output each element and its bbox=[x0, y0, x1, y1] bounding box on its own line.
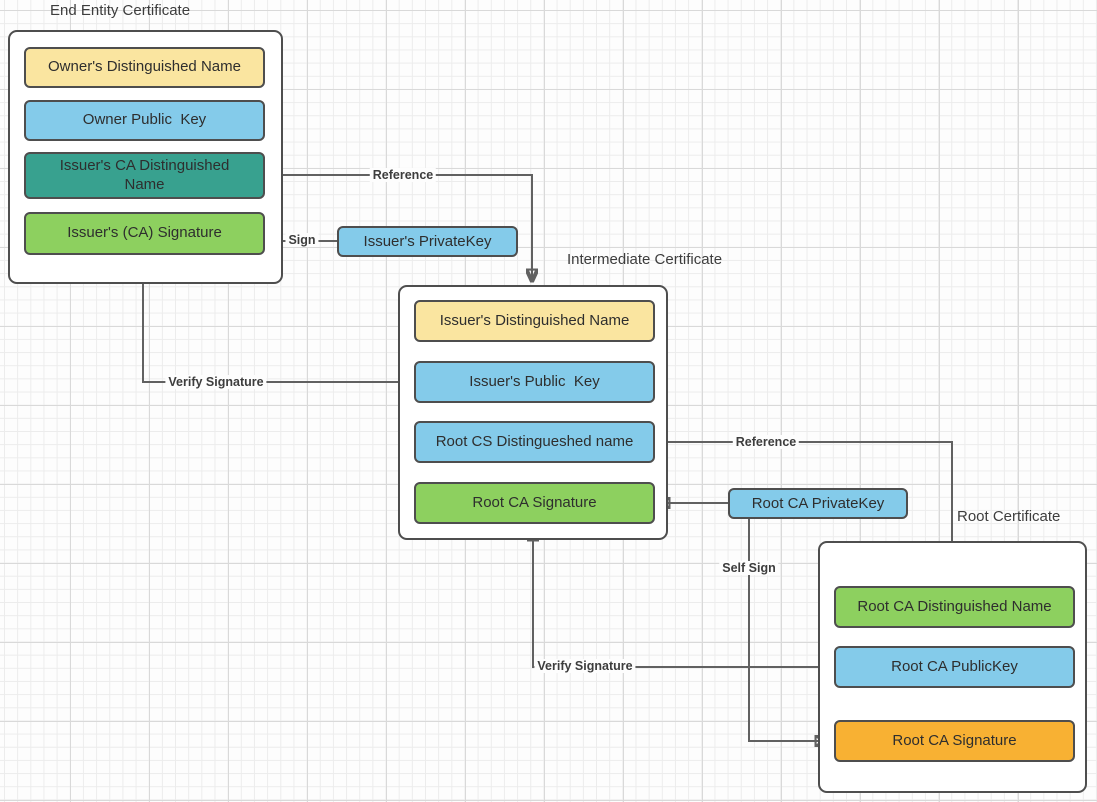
connector-self-sign bbox=[748, 519, 825, 741]
field-issuers-public-key: Issuer's Public Key bbox=[414, 361, 655, 403]
field-issuers-ca-signature: Issuer's (CA) Signature bbox=[24, 212, 265, 255]
field-owner-public-key: Owner Public Key bbox=[24, 100, 265, 141]
edge-label-verify-signature-bottom: Verify Signature bbox=[534, 659, 636, 673]
edge-label-sign: Sign bbox=[285, 233, 319, 247]
edge-label-reference-mid: Reference bbox=[732, 435, 800, 449]
edge-label-reference-top: Reference bbox=[369, 168, 437, 182]
root-ca-private-key-box: Root CA PrivateKey bbox=[728, 488, 908, 519]
field-root-ca-distinguished-name: Root CA Distinguished Name bbox=[834, 586, 1075, 628]
edge-label-self-sign: Self Sign bbox=[719, 561, 779, 575]
issuers-private-key-box: Issuer's PrivateKey bbox=[337, 226, 518, 257]
end-entity-certificate-title: End Entity Certificate bbox=[50, 2, 191, 19]
field-root-ca-signature-intermediate: Root CA Signature bbox=[414, 482, 655, 524]
field-owners-distinguished-name: Owner's Distinguished Name bbox=[24, 47, 265, 88]
intermediate-certificate-title: Intermediate Certificate bbox=[567, 251, 723, 268]
field-issuers-distinguished-name: Issuer's Distinguished Name bbox=[414, 300, 655, 342]
intermediate-certificate-box: Issuer's Distinguished Name Issuer's Pub… bbox=[398, 285, 668, 540]
edge-label-verify-signature-left: Verify Signature bbox=[165, 375, 267, 389]
field-root-ca-public-key: Root CA PublicKey bbox=[834, 646, 1075, 688]
connector-verify-signature-bottom bbox=[533, 531, 832, 668]
field-root-cs-distingueshed-name: Root CS Distingueshed name bbox=[414, 421, 655, 463]
field-root-ca-signature-root: Root CA Signature bbox=[834, 720, 1075, 762]
root-certificate-box: Root CA Distinguished Name Root CA Publi… bbox=[818, 541, 1087, 793]
field-issuers-ca-distinguished-name: Issuer's CA Distinguished Name bbox=[24, 152, 265, 199]
root-certificate-title: Root Certificate bbox=[957, 508, 1061, 525]
end-entity-certificate-box: Owner's Distinguished Name Owner Public … bbox=[8, 30, 283, 284]
